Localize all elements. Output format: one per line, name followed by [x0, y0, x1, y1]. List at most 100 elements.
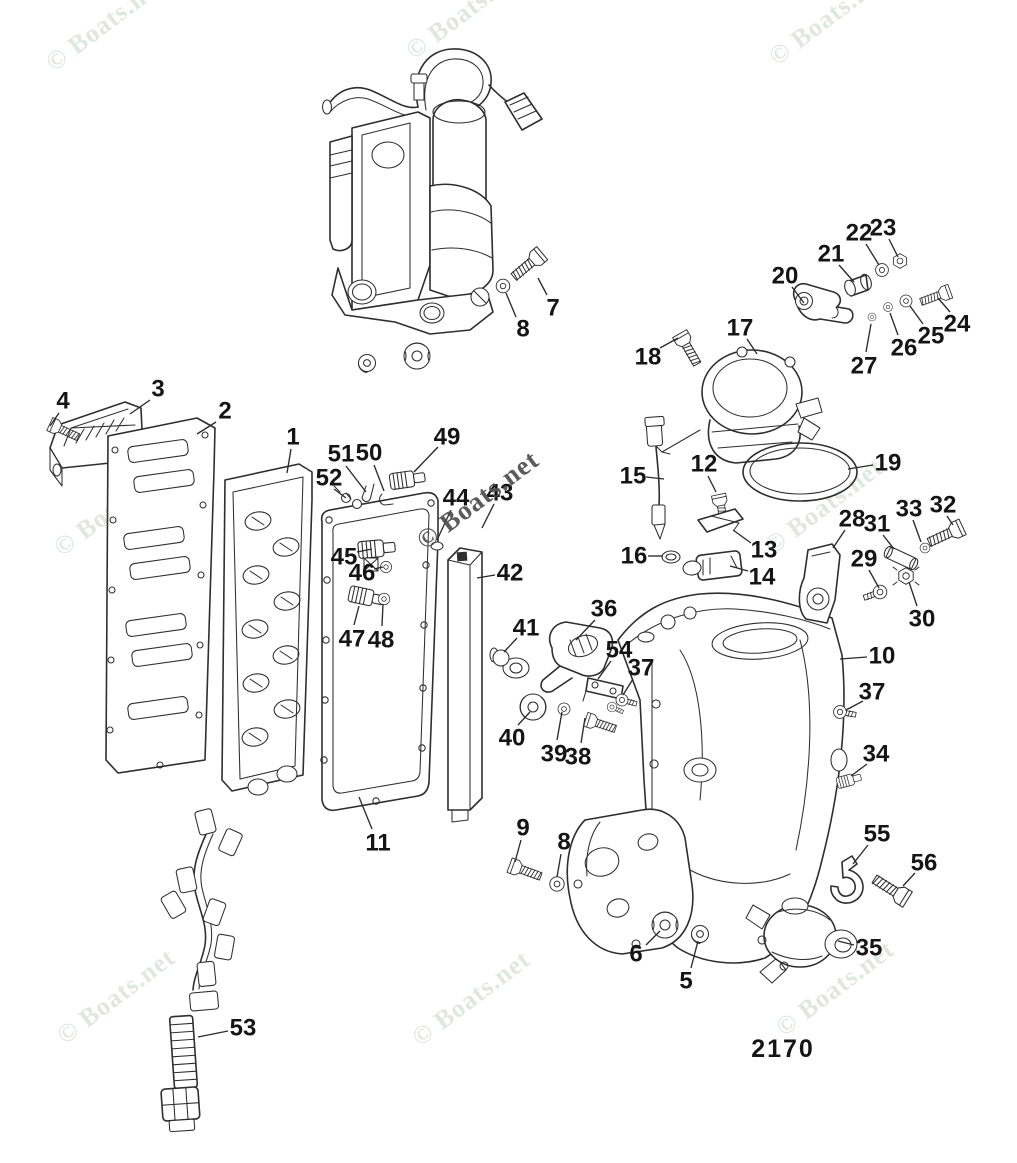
- harness-53-drawing: [160, 808, 243, 1133]
- sensor-15-drawing: [644, 415, 666, 540]
- nut-30-drawing: [892, 566, 920, 586]
- watermark-7: © Boats.net: [406, 944, 535, 1052]
- leader-line-49-7: [413, 446, 439, 473]
- leader-line-54-17: [597, 660, 612, 680]
- callout-24-39: 24: [944, 311, 971, 338]
- oring-16-drawing: [661, 550, 681, 564]
- leader-line-27-42: [865, 323, 872, 353]
- fitting-44-drawing: [430, 541, 444, 551]
- leader-line-47-12: [353, 605, 360, 626]
- callout-2-2: 2: [218, 398, 231, 425]
- leader-line-10-55: [839, 656, 868, 660]
- leader-line-8-24: [556, 853, 562, 878]
- fitting-34-drawing: [835, 771, 863, 790]
- plug-5-upper-drawing: [357, 353, 377, 374]
- washer-39-drawing: [557, 702, 571, 716]
- leader-line-25-40: [909, 305, 924, 325]
- callout-37-56: 37: [859, 679, 886, 706]
- leader-line-35-27: [837, 940, 855, 946]
- leader-line-37-56: [845, 700, 864, 711]
- callout-8-32: 8: [516, 316, 529, 343]
- callout-22-37: 22: [846, 220, 873, 247]
- leader-line-6-25: [645, 930, 661, 946]
- leader-line-22-37: [865, 243, 880, 266]
- callout-17-34: 17: [727, 315, 754, 342]
- leader-line-39-20: [556, 711, 563, 741]
- leader-line-50-5: [373, 464, 385, 492]
- callout-20-35: 20: [772, 263, 799, 290]
- bolt-18-drawing: [672, 329, 705, 369]
- leader-line-28-49: [832, 529, 846, 549]
- leader-line-53-30: [197, 1030, 229, 1038]
- callout-23-38: 23: [870, 215, 897, 242]
- callout-49-7: 49: [434, 424, 461, 451]
- throttle-body-17-drawing: [655, 346, 823, 464]
- leader-line-14-48: [729, 565, 749, 572]
- leader-line-43-9: [481, 503, 495, 529]
- callout-53-30: 53: [230, 1015, 257, 1042]
- callout-35-27: 35: [856, 935, 883, 962]
- bolt-9-drawing: [506, 857, 544, 885]
- callout-30-54: 30: [909, 606, 936, 633]
- leader-line-55-28: [852, 844, 869, 865]
- callout-55-28: 55: [864, 821, 891, 848]
- leader-line-17-34: [746, 338, 758, 355]
- leader-line-15-43: [645, 476, 665, 480]
- clip-55-drawing: [830, 855, 864, 904]
- callout-13-46: 13: [751, 537, 778, 564]
- gasket-11-drawing: [320, 491, 439, 812]
- oring-48-drawing: [377, 592, 391, 606]
- leader-line-26-41: [889, 312, 899, 336]
- watermark-1: © Boats.net: [40, 0, 169, 77]
- bolt-38-drawing: [583, 711, 619, 737]
- leader-line-46-11: [373, 566, 384, 570]
- adapter-housing-10-drawing: [566, 592, 848, 964]
- callout-14-48: 14: [749, 564, 776, 591]
- callout-27-42: 27: [851, 353, 878, 380]
- vapor-separator-assembly-drawing: [321, 48, 543, 335]
- leader-line-33-52: [912, 519, 922, 543]
- leader-line-32-53: [946, 515, 954, 526]
- spacer-21-drawing: [844, 273, 872, 297]
- washer-8-upper-drawing: [495, 278, 511, 294]
- callout-33-52: 33: [896, 496, 923, 523]
- leader-line-3-1: [129, 399, 151, 415]
- leader-line-23-38: [888, 238, 899, 258]
- callout-1-3: 1: [286, 424, 299, 451]
- callout-9-23: 9: [516, 815, 529, 842]
- leader-line-24-39: [937, 297, 951, 313]
- plate-13-drawing: [697, 508, 744, 533]
- leader-line-30-54: [908, 581, 918, 607]
- watermark-5: © Boats.net: [759, 452, 888, 560]
- leader-line-34-57: [850, 763, 868, 777]
- grommet-6-lower-drawing: [651, 911, 679, 939]
- leader-line-12-44: [707, 475, 717, 493]
- callout-47-12: 47: [339, 626, 366, 653]
- screw-37-left-drawing: [614, 692, 639, 711]
- leader-line-36-16: [575, 619, 596, 641]
- leader-line-13-46: [732, 529, 752, 544]
- watermark-6: © Boats.net: [51, 942, 180, 1050]
- leader-line-51-4: [345, 465, 367, 493]
- leader-line-11-22: [358, 796, 373, 830]
- callout-54-17: 54: [606, 637, 633, 664]
- fork-clip-51-drawing: [361, 483, 375, 503]
- leader-line-48-13: [381, 603, 384, 627]
- leader-line-2-2: [196, 421, 217, 435]
- leader-line-40-19: [517, 711, 531, 726]
- leader-line-38-21: [580, 717, 586, 744]
- leader-line-31-50: [882, 534, 895, 550]
- leader-line-7-31: [537, 277, 548, 296]
- callout-6-25: 6: [629, 941, 642, 968]
- callout-15-43: 15: [620, 463, 647, 490]
- reed-block-1-drawing: [221, 463, 313, 796]
- callout-31-50: 31: [864, 511, 891, 538]
- callout-32-53: 32: [930, 492, 957, 519]
- leader-line-8-32: [505, 292, 517, 318]
- bracket-28-drawing: [798, 543, 841, 624]
- bolt-56-drawing: [869, 870, 913, 908]
- oring-19-drawing: [742, 442, 858, 502]
- clip-50-drawing: [379, 493, 394, 506]
- pin-24-drawing: [918, 283, 954, 310]
